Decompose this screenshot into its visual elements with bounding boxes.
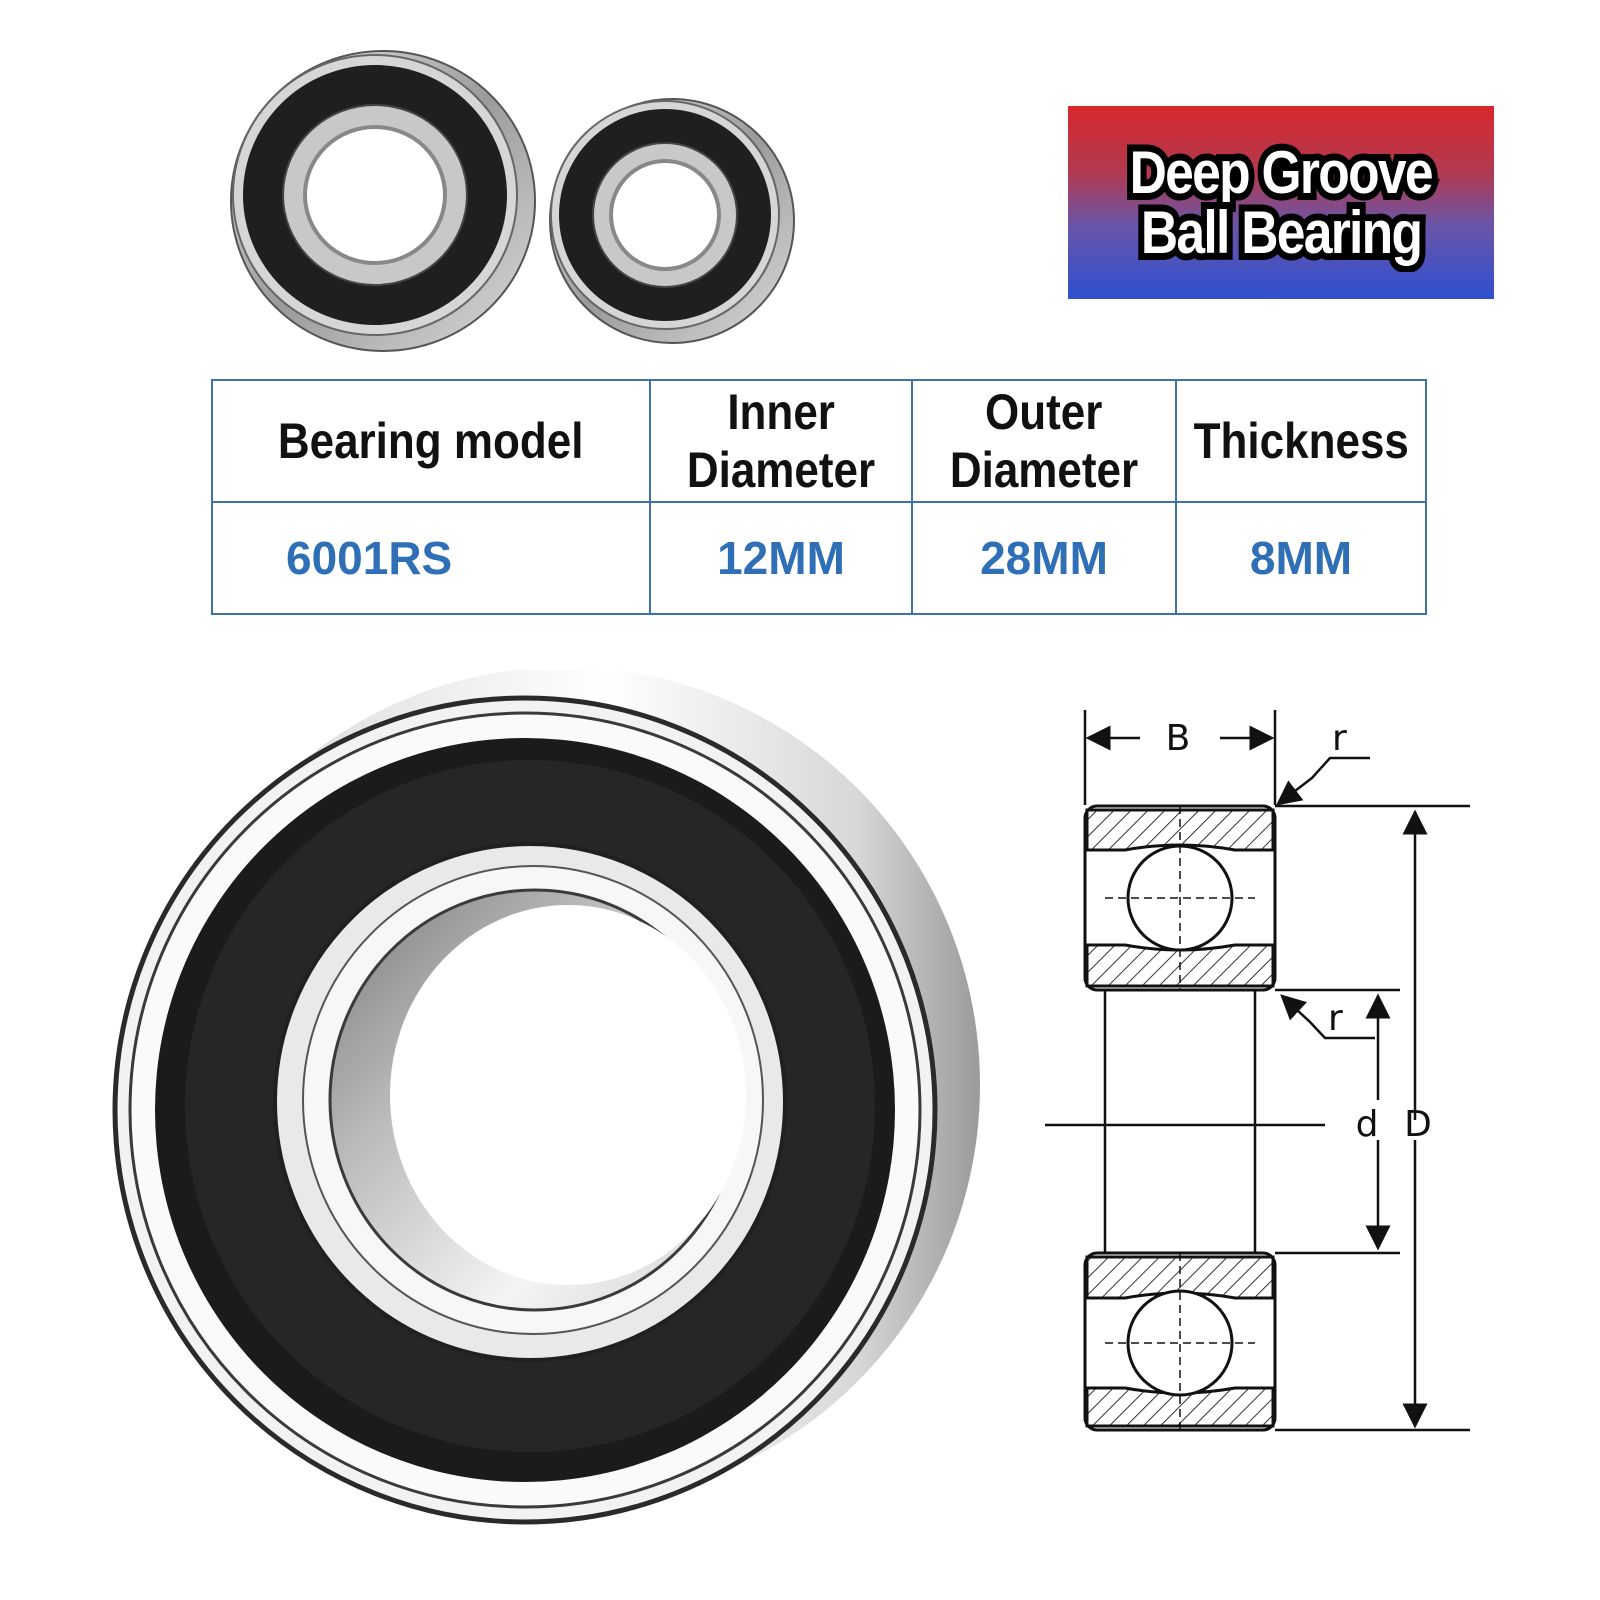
cell-outer-diameter: 28MM xyxy=(911,501,1177,615)
header-thickness: Thickness xyxy=(1175,379,1427,503)
radius-label-top: r xyxy=(1332,718,1347,759)
product-type-banner: Deep Groove Ball Bearing xyxy=(1068,106,1494,299)
table-header-row: Bearing model Inner Diameter Outer Diame… xyxy=(211,379,1427,503)
inner-diameter-label-d: d xyxy=(1356,1104,1379,1145)
header-inner-diameter: Inner Diameter xyxy=(649,379,913,503)
table-row: 6001RS 12MM 28MM 8MM xyxy=(211,501,1427,615)
bearing-small-thumbnail xyxy=(549,98,795,344)
banner-title-line2: Ball Bearing xyxy=(1135,195,1429,269)
bearing-thumbnails xyxy=(230,50,795,352)
cell-thickness: 8MM xyxy=(1175,501,1427,615)
bearing-cross-section-diagram: B r r d D xyxy=(1045,710,1470,1432)
radius-label-inner: r xyxy=(1328,998,1343,1039)
bearing-large-thumbnail xyxy=(230,50,536,352)
header-bearing-model: Bearing model xyxy=(211,379,651,503)
banner-title-line1: Deep Groove xyxy=(1124,135,1440,209)
cell-inner-diameter: 12MM xyxy=(649,501,913,615)
width-label-b: B xyxy=(1166,718,1191,759)
header-outer-diameter: Outer Diameter xyxy=(911,379,1177,503)
bearing-photo-rubber-sealed xyxy=(112,670,980,1525)
outer-diameter-label-D: D xyxy=(1404,1104,1432,1145)
cell-model: 6001RS xyxy=(211,501,651,615)
spec-table: Bearing model Inner Diameter Outer Diame… xyxy=(211,379,1427,615)
